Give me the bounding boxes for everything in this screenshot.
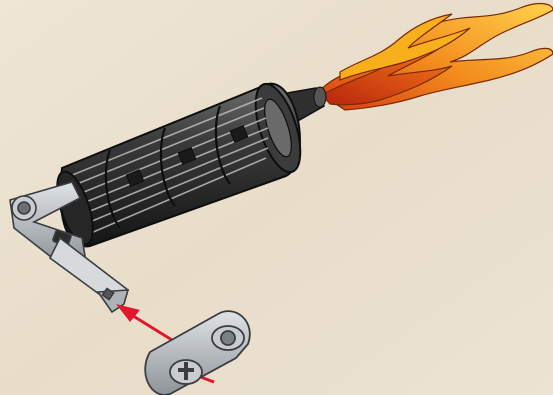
instruction-illustration bbox=[0, 0, 553, 395]
build-step-drawing bbox=[0, 0, 553, 395]
